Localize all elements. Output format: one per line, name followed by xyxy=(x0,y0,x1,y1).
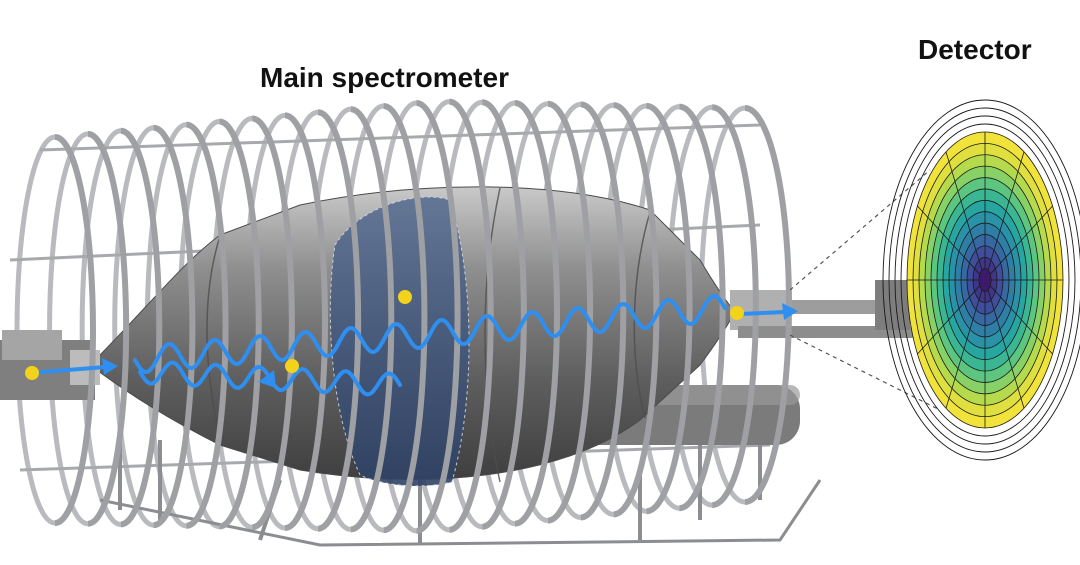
source-beamline xyxy=(0,330,100,400)
electron-source xyxy=(25,366,39,380)
detector-label: Detector xyxy=(918,34,1032,66)
detector-wafer xyxy=(883,100,1080,460)
outgoing-beam-arrow xyxy=(740,312,785,314)
electron-reflected xyxy=(285,359,299,373)
detector-ring xyxy=(979,269,991,292)
electron-analysis xyxy=(398,290,412,304)
electron-detector xyxy=(730,306,744,320)
main-spectrometer-label: Main spectrometer xyxy=(260,62,509,94)
